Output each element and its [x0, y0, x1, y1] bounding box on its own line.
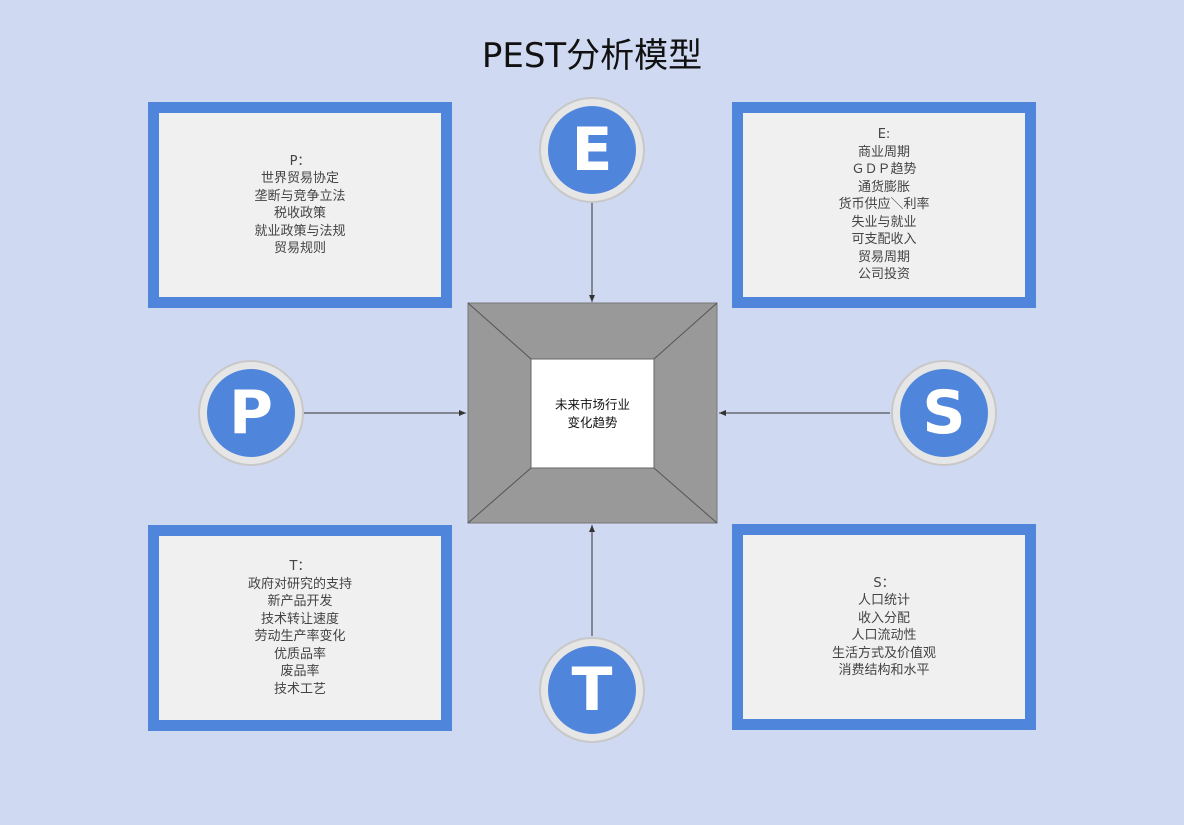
box-line: 劳动生产率变化 — [254, 629, 346, 644]
circle-p: P — [198, 360, 304, 466]
box-line: 通货膨胀 — [857, 179, 910, 195]
box-line: 消费结构和水平 — [838, 663, 930, 678]
circle-s: S — [891, 360, 997, 466]
box-line: ＧＤＰ趋势 — [851, 162, 917, 178]
box-line: T： — [289, 559, 311, 574]
box-line: 贸易周期 — [857, 249, 910, 265]
technological-box: T： 政府对研究的支持 新产品开发 技术转让速度 劳动生产率变化 优质品率 废品… — [148, 525, 452, 731]
box-line: 政府对研究的支持 — [247, 576, 352, 592]
circle-letter: S — [900, 369, 988, 457]
box-line: 贸易规则 — [273, 241, 326, 256]
box-line: P： — [289, 153, 311, 169]
center-line: 变化趋势 — [567, 414, 618, 430]
box-line: S： — [873, 575, 895, 591]
box-line: 货币供应＼利率 — [838, 197, 930, 213]
page-title: PEST分析模型 — [481, 36, 703, 76]
center-label: 未来市场行业 变化趋势 — [531, 359, 654, 468]
circle-letter: T — [548, 646, 636, 734]
circle-e: E — [539, 97, 645, 203]
box-line: 失业与就业 — [851, 214, 917, 230]
social-box: S： 人口统计 收入分配 人口流动性 生活方式及价值观 消费结构和水平 — [732, 524, 1036, 730]
box-line: 技术工艺 — [273, 681, 326, 697]
box-line: E: — [877, 127, 891, 143]
circle-t: T — [539, 637, 645, 743]
circle-letter: P — [207, 369, 295, 457]
box-line: 废品率 — [280, 664, 320, 679]
economic-box: E: 商业周期 ＧＤＰ趋势 通货膨胀 货币供应＼利率 失业与就业 可支配收入 贸… — [732, 102, 1036, 308]
circle-letter: E — [548, 106, 636, 194]
box-line: 优质品率 — [273, 646, 326, 662]
center-square — [467, 302, 718, 524]
box-line: 人口流动性 — [851, 628, 917, 643]
center-line: 未来市场行业 — [554, 396, 630, 412]
box-line: 收入分配 — [857, 610, 910, 626]
box-line: 人口统计 — [857, 593, 910, 608]
political-box: P： 世界贸易协定 垄断与竞争立法 税收政策 就业政策与法规 贸易规则 — [148, 102, 452, 308]
box-line: 商业周期 — [857, 144, 910, 160]
box-line: 垄断与竞争立法 — [254, 188, 346, 204]
box-line: 税收政策 — [273, 206, 326, 221]
box-line: 技术转让速度 — [260, 611, 339, 627]
box-line: 新产品开发 — [267, 594, 333, 609]
box-line: 就业政策与法规 — [254, 223, 346, 239]
box-line: 公司投资 — [857, 267, 910, 283]
box-line: 生活方式及价值观 — [831, 645, 936, 661]
box-line: 可支配收入 — [851, 232, 917, 248]
box-line: 世界贸易协定 — [260, 171, 339, 186]
